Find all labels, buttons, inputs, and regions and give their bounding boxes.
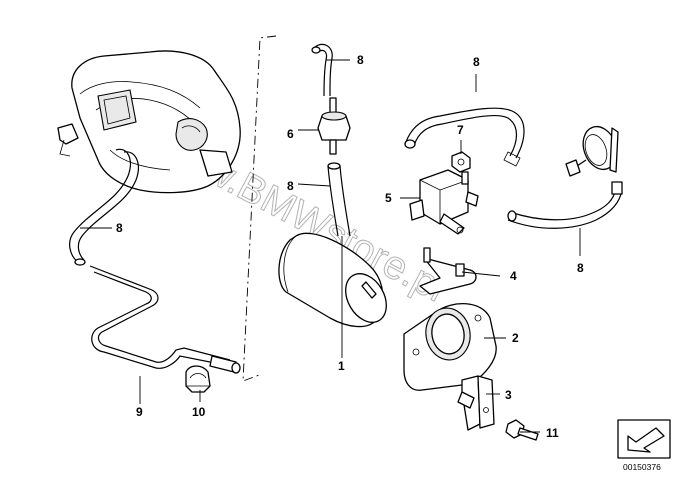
nav-arrow-box[interactable]: [617, 419, 671, 459]
support-bracket: [457, 375, 495, 431]
callout-5: 5: [385, 191, 392, 205]
vacuum-actuator: [565, 125, 623, 195]
leader-lines: [80, 59, 581, 433]
callout-6: 6: [287, 127, 294, 141]
hose-clip: [185, 365, 211, 393]
callout-4: 4: [510, 269, 517, 283]
callout-8-right: 8: [577, 261, 584, 275]
vacuum-hose-right: [507, 187, 623, 229]
callout-11: 11: [546, 426, 559, 440]
boundary-line: [242, 35, 277, 382]
callout-10: 10: [192, 405, 206, 419]
vacuum-hose-top: [311, 43, 333, 97]
callout-3: 3: [505, 388, 512, 402]
callout-8-left: 8: [116, 221, 123, 235]
vacuum-reservoir: [278, 232, 387, 328]
callout-8-top: 8: [357, 53, 364, 67]
hex-bolt: [505, 419, 539, 441]
reservoir-holder: [403, 302, 497, 391]
callout-2: 2: [512, 331, 519, 345]
arrow-icon[interactable]: [627, 427, 665, 453]
callout-8-upper-right: 8: [473, 55, 480, 69]
vacuum-hose-upper-right: [404, 107, 525, 167]
callout-7: 7: [457, 123, 464, 137]
mounting-bracket: [419, 247, 477, 295]
callout-8-middle: 8: [287, 179, 294, 193]
vacuum-hose-middle: [327, 162, 351, 237]
callout-1: 1: [338, 359, 345, 373]
solenoid-valve: [409, 169, 479, 235]
check-valve: [317, 97, 351, 155]
vacuum-pipe: [89, 265, 241, 374]
callout-labels: 1 2 3 4 5 6 7 8 8 8 8 8 9 10 11: [116, 53, 584, 440]
hex-nut: [451, 151, 471, 173]
document-number: 00150376: [623, 462, 661, 472]
vacuum-hose-left: [69, 148, 139, 266]
intake-housing: [57, 50, 241, 194]
callout-9: 9: [136, 405, 143, 419]
